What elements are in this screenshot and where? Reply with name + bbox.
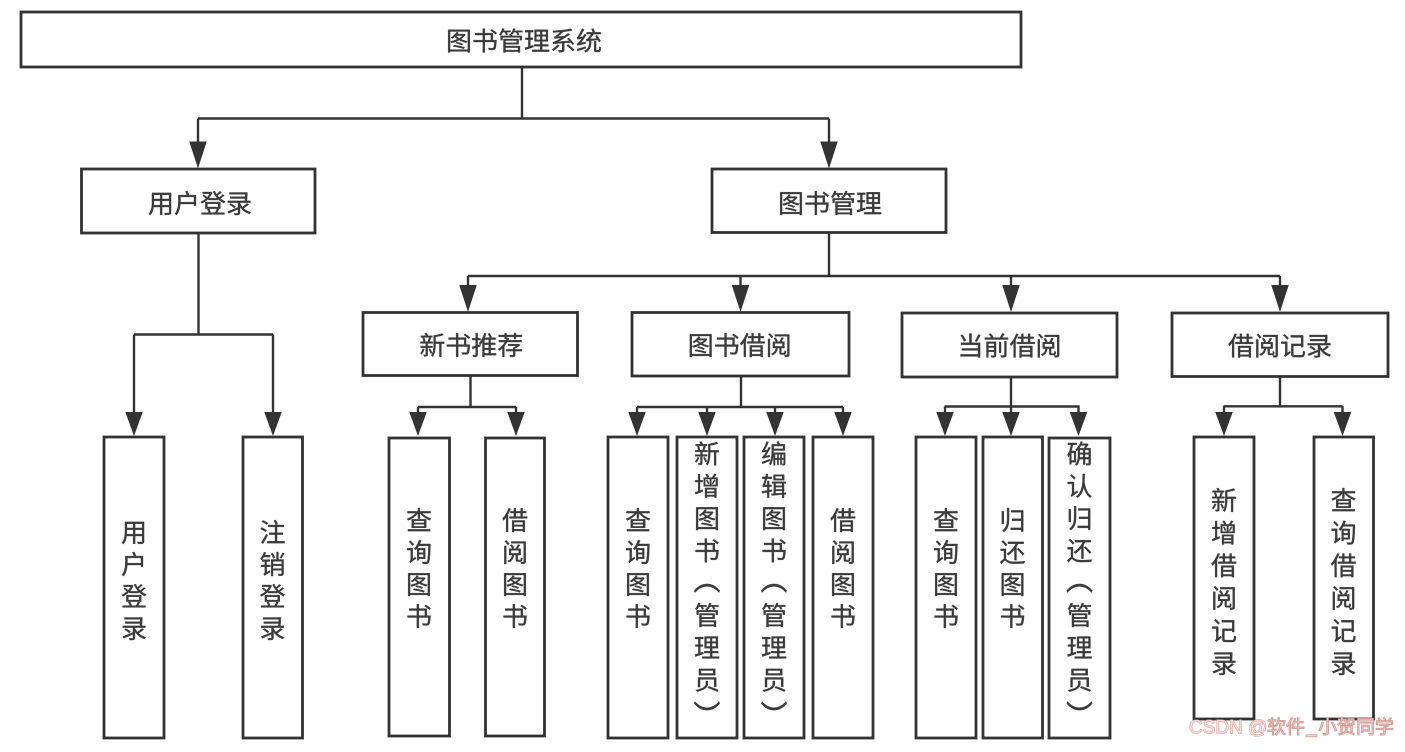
svg-text:CSDN @: CSDN @ — [1189, 718, 1267, 739]
